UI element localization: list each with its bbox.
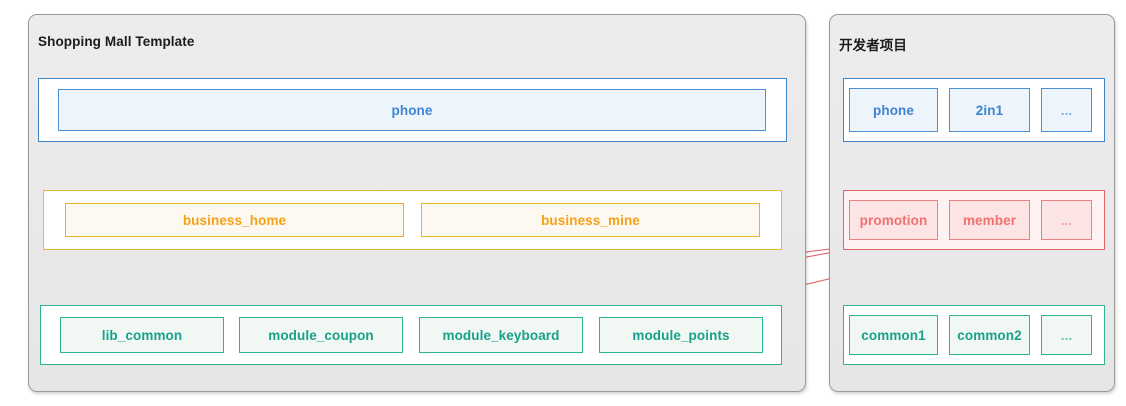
node-business-home[interactable]: business_home — [65, 203, 404, 237]
node-right-common-more[interactable]: ... — [1041, 315, 1092, 355]
node-common2[interactable]: common2 — [949, 315, 1030, 355]
node-member[interactable]: member — [949, 200, 1030, 240]
node-business-mine[interactable]: business_mine — [421, 203, 760, 237]
node-right-2in1[interactable]: 2in1 — [949, 88, 1030, 132]
node-module-points[interactable]: module_points — [599, 317, 763, 353]
node-module-keyboard[interactable]: module_keyboard — [419, 317, 583, 353]
node-right-feat-more[interactable]: ... — [1041, 200, 1092, 240]
panel-title-developer-project: 开发者项目 — [839, 38, 907, 53]
node-left-phone[interactable]: phone — [58, 89, 766, 131]
panel-title-shopping-mall-template: Shopping Mall Template — [38, 34, 195, 49]
node-common1[interactable]: common1 — [849, 315, 938, 355]
node-right-phone[interactable]: phone — [849, 88, 938, 132]
node-lib-common[interactable]: lib_common — [60, 317, 224, 353]
node-module-coupon[interactable]: module_coupon — [239, 317, 403, 353]
node-promotion[interactable]: promotion — [849, 200, 938, 240]
node-right-app-more[interactable]: ... — [1041, 88, 1092, 132]
